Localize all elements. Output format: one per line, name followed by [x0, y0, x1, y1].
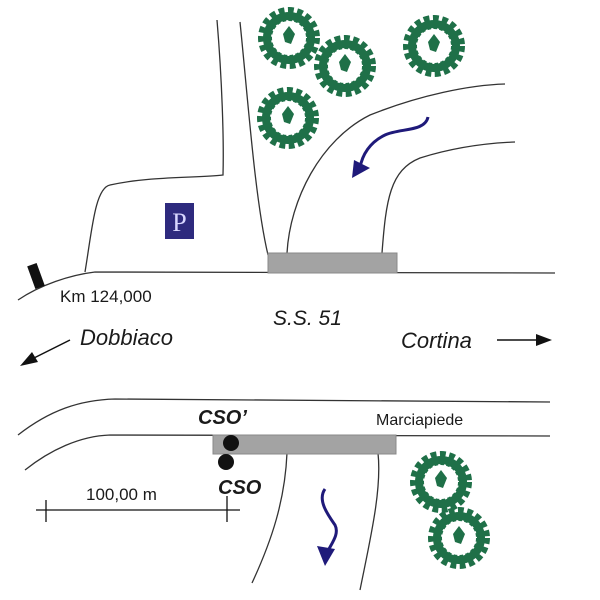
km-marker-post-icon: [27, 263, 45, 289]
sidewalk-south: [212, 434, 397, 455]
tree-icon: [417, 458, 465, 506]
direction-dobbiaco-label: Dobbiaco: [80, 325, 173, 350]
main-road-north-edge: [17, 271, 556, 301]
scale-bar: [36, 496, 240, 522]
tree-icon: [435, 514, 483, 562]
tree-icon: [264, 94, 312, 142]
arrow-left-icon: [20, 339, 71, 366]
south-side-road-edge: [251, 452, 288, 584]
direction-cortina-label: Cortina: [401, 328, 472, 353]
curve-road-outer-edge: [286, 83, 506, 254]
tree-icon: [410, 22, 458, 70]
side-road-left-edge: [84, 19, 224, 273]
parking-symbol: P: [172, 208, 186, 237]
road-name-label: S.S. 51: [273, 307, 342, 330]
scale-label: 100,00 m: [86, 485, 157, 504]
tree-icon: [321, 42, 369, 90]
flow-arrow-icon: [320, 488, 338, 556]
measurement-point-lower-label: CSO: [218, 477, 262, 499]
arrow-right-icon: [497, 334, 552, 346]
side-road-right-edge: [239, 21, 269, 256]
main-road-south-edge-2: [24, 434, 551, 471]
km-marker-label: Km 124,000: [60, 287, 152, 306]
main-road-south-edge-1: [17, 398, 551, 436]
sidewalk-north: [267, 252, 398, 274]
flow-arrowhead-icon: [352, 160, 370, 178]
sidewalk-label: Marciapiede: [376, 412, 463, 429]
south-side-road-edge-2: [359, 452, 380, 591]
flow-arrowhead-icon: [317, 546, 335, 566]
parking-sign: P: [165, 203, 194, 239]
curve-road-inner-edge: [381, 141, 516, 254]
tree-icon: [265, 14, 313, 62]
measurement-point-lower-marker: [218, 454, 234, 470]
upper-road-edges: [17, 19, 556, 591]
measurement-point-upper-marker: [223, 435, 239, 451]
flow-arrow-icon: [358, 116, 430, 169]
measurement-point-upper-label: CSO’: [198, 407, 247, 429]
